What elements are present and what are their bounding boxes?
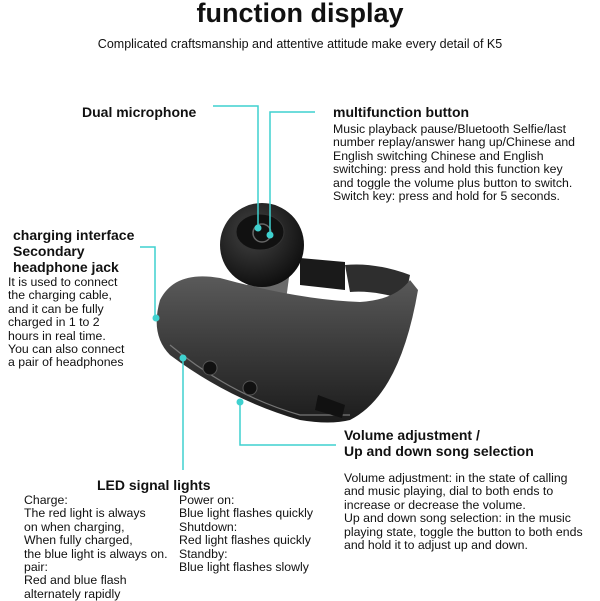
multifunction-button-description: Music playback pause/Bluetooth Selfie/la… — [333, 122, 575, 204]
function-button — [242, 380, 258, 396]
dual-microphone-heading: Dual microphone — [82, 104, 197, 120]
heading-line: Secondary — [13, 243, 85, 259]
page-title: function display — [196, 0, 404, 28]
volume-description: Volume adjustment: in the state of calli… — [344, 471, 583, 553]
heading-line: Up and down song selection — [344, 443, 534, 459]
heading-line: charging interface — [13, 227, 135, 243]
charging-interface-heading: charging interface Secondary headphone j… — [13, 227, 134, 275]
volume-button — [202, 360, 218, 376]
heading-line: headphone jack — [13, 259, 119, 275]
leader-dots — [152, 224, 274, 406]
volume-heading: Volume adjustment / Up and down song sel… — [344, 427, 534, 459]
multifunction-button-heading: multifunction button — [333, 104, 470, 120]
page-subtitle: Complicated craftsmanship and attentive … — [97, 37, 503, 51]
headset-body — [156, 276, 418, 423]
leader-lines — [140, 105, 336, 470]
led-heading: LED signal lights — [97, 477, 211, 493]
earbud — [220, 203, 410, 306]
charging-interface-description: It is used to connect the charging cable… — [8, 275, 125, 370]
led-description-right: Power on: Blue light flashes quickly Shu… — [179, 493, 313, 575]
heading-line: Volume adjustment / — [344, 427, 480, 443]
led-description-left: Charge: The red light is always on when … — [24, 493, 168, 601]
